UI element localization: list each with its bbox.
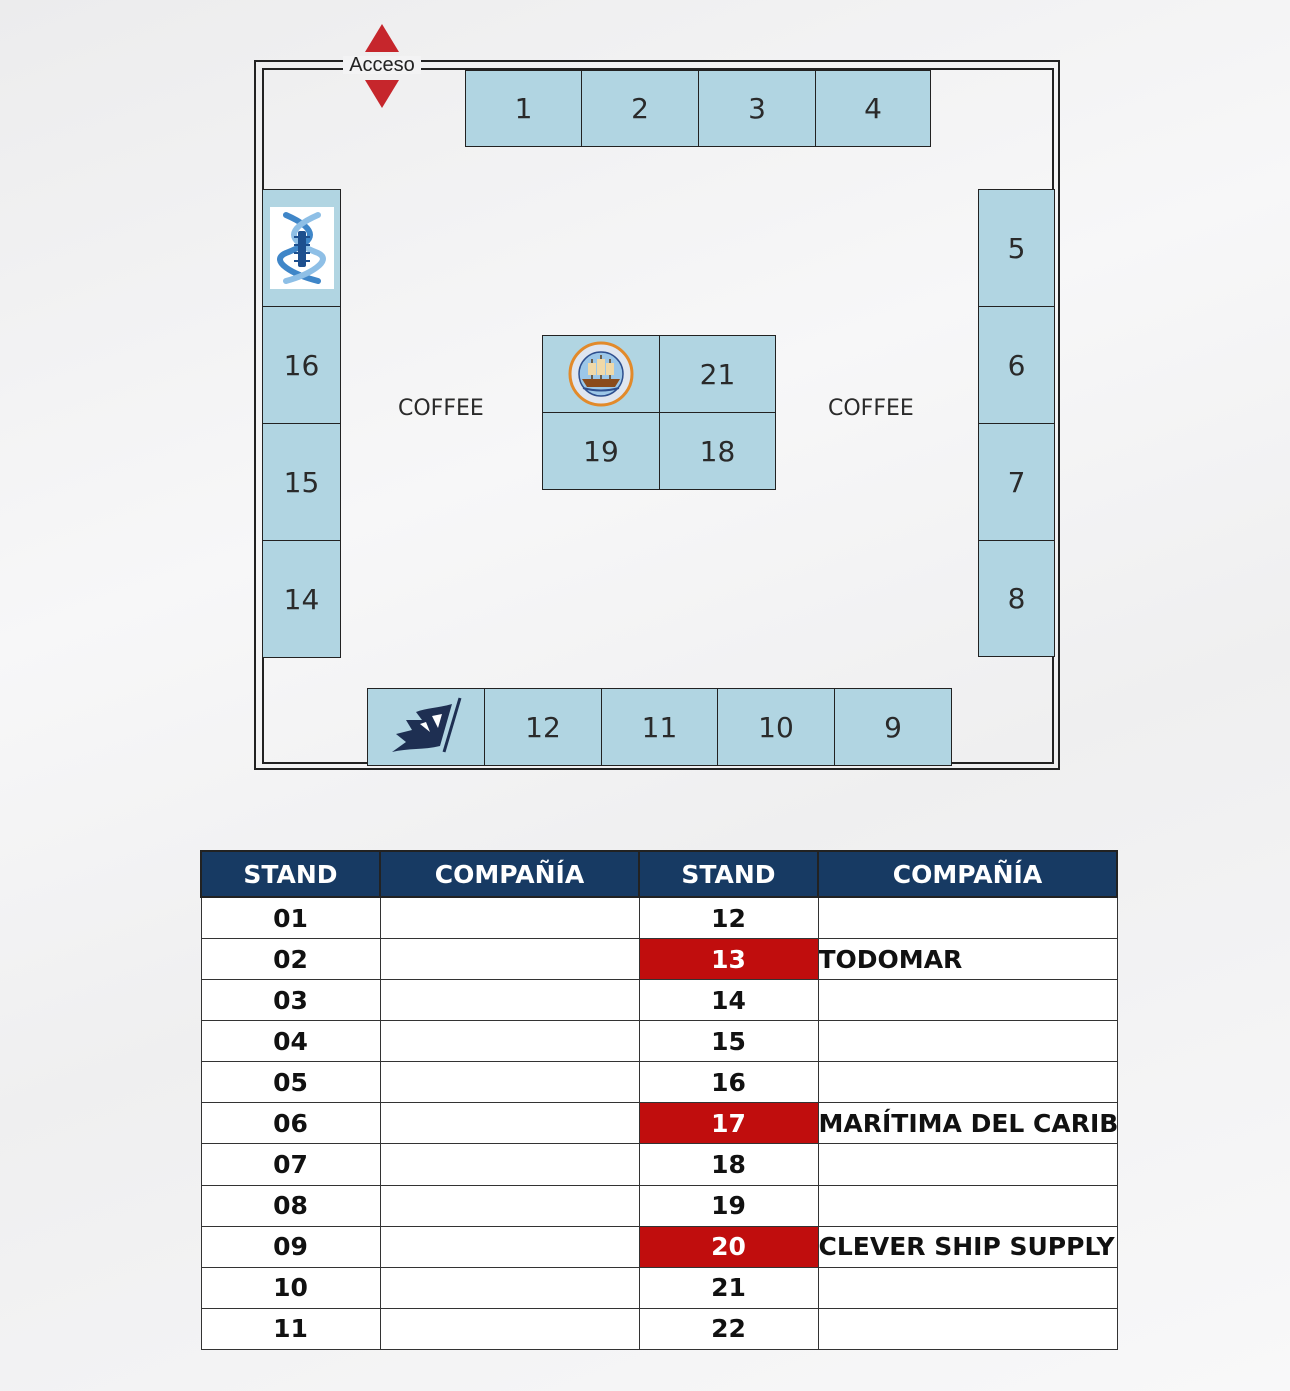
right-stand-cell: 14	[638, 979, 819, 1022]
left-company-cell	[379, 1184, 640, 1227]
left-company-cell	[379, 979, 640, 1022]
stand-19[interactable]: 19	[542, 412, 660, 490]
right-company-cell	[817, 1020, 1118, 1063]
access-label: Acceso	[349, 54, 415, 76]
left-stand-cell: 08	[200, 1184, 381, 1227]
stand-13-logo[interactable]	[367, 688, 485, 766]
table-row: 01 12	[200, 896, 1118, 940]
left-company-cell	[379, 1307, 640, 1351]
right-company-cell	[817, 1061, 1118, 1104]
left-company-cell	[379, 1020, 640, 1063]
stand-2[interactable]: 2	[581, 70, 699, 147]
left-company-cell	[379, 896, 640, 940]
todomar-helix-logo	[269, 207, 334, 289]
right-company-cell	[817, 896, 1118, 940]
right-stand-cell: 22	[638, 1307, 819, 1351]
right-company-cell: MARÍTIMA DEL CARIBE	[817, 1102, 1118, 1145]
stand-14[interactable]: 14	[262, 540, 341, 658]
table-row: 05 16	[200, 1061, 1118, 1104]
helix-logo-icon	[276, 212, 326, 284]
stand-20-logo[interactable]	[542, 335, 660, 413]
header-stand-right: STAND	[638, 850, 819, 898]
right-stand-cell: 18	[638, 1143, 819, 1186]
right-stand-cell: 21	[638, 1266, 819, 1309]
stand-company-table: STAND COMPAÑÍA STAND COMPAÑÍA 01 12 02 1…	[200, 850, 1118, 1351]
right-stand-cell-highlighted: 13	[638, 938, 819, 981]
table-row: 07 18	[200, 1143, 1118, 1186]
right-stand-cell: 12	[638, 896, 819, 940]
stand-1[interactable]: 1	[465, 70, 582, 147]
left-stand-cell: 07	[200, 1143, 381, 1186]
table-row: 10 21	[200, 1266, 1118, 1309]
stand-9[interactable]: 9	[834, 688, 952, 766]
table-row: 11 22	[200, 1307, 1118, 1351]
header-company-right: COMPAÑÍA	[817, 850, 1118, 898]
stand-3[interactable]: 3	[698, 70, 816, 147]
stand-7[interactable]: 7	[978, 423, 1055, 541]
table-row: 08 19	[200, 1184, 1118, 1227]
left-company-cell	[379, 1143, 640, 1186]
left-company-cell	[379, 1266, 640, 1309]
coffee-area-left: COFFEE	[398, 396, 484, 421]
clever-ship-supply-logo-icon	[568, 341, 634, 407]
right-company-cell	[817, 1266, 1118, 1309]
floor-plan-outer-wall	[254, 60, 1060, 770]
right-stand-cell: 16	[638, 1061, 819, 1104]
left-stand-cell: 01	[200, 896, 381, 940]
stand-17-logo[interactable]	[262, 189, 341, 307]
maritima-flag-logo-icon	[392, 697, 462, 753]
right-company-cell	[817, 1143, 1118, 1186]
stand-18[interactable]: 18	[659, 412, 776, 490]
access-door-gap	[343, 56, 421, 74]
stand-5[interactable]: 5	[978, 189, 1055, 307]
stand-12[interactable]: 12	[484, 688, 602, 766]
left-stand-cell: 02	[200, 938, 381, 981]
right-stand-cell: 15	[638, 1020, 819, 1063]
left-stand-cell: 04	[200, 1020, 381, 1063]
stand-11[interactable]: 11	[601, 688, 718, 766]
left-stand-cell: 03	[200, 979, 381, 1022]
left-stand-cell: 10	[200, 1266, 381, 1309]
header-company-left: COMPAÑÍA	[379, 850, 640, 898]
table-row: 09 20 CLEVER SHIP SUPPLY	[200, 1225, 1118, 1268]
stand-4[interactable]: 4	[815, 70, 931, 147]
access-arrow-up-icon	[365, 24, 399, 52]
left-company-cell	[379, 1225, 640, 1268]
table-header-row: STAND COMPAÑÍA STAND COMPAÑÍA	[200, 850, 1118, 898]
coffee-area-right: COFFEE	[828, 396, 914, 421]
left-stand-cell: 06	[200, 1102, 381, 1145]
right-stand-cell-highlighted: 20	[638, 1225, 819, 1268]
right-company-cell: CLEVER SHIP SUPPLY	[817, 1225, 1118, 1268]
right-company-cell	[817, 979, 1118, 1022]
access-arrow-down-icon	[365, 80, 399, 108]
left-company-cell	[379, 938, 640, 981]
table-row: 06 17 MARÍTIMA DEL CARIBE	[200, 1102, 1118, 1145]
right-company-cell	[817, 1307, 1118, 1351]
left-stand-cell: 09	[200, 1225, 381, 1268]
table-row: 04 15	[200, 1020, 1118, 1063]
stand-10[interactable]: 10	[717, 688, 835, 766]
left-stand-cell: 05	[200, 1061, 381, 1104]
left-company-cell	[379, 1102, 640, 1145]
stand-6[interactable]: 6	[978, 306, 1055, 424]
right-stand-cell-highlighted: 17	[638, 1102, 819, 1145]
table-row: 02 13 TODOMAR	[200, 938, 1118, 981]
table-row: 03 14	[200, 979, 1118, 1022]
left-stand-cell: 11	[200, 1307, 381, 1351]
right-stand-cell: 19	[638, 1184, 819, 1227]
right-company-cell	[817, 1184, 1118, 1227]
stand-15[interactable]: 15	[262, 423, 341, 541]
right-company-cell: TODOMAR	[817, 938, 1118, 981]
left-company-cell	[379, 1061, 640, 1104]
stand-21[interactable]: 21	[659, 335, 776, 413]
stand-8[interactable]: 8	[978, 540, 1055, 657]
stand-16[interactable]: 16	[262, 306, 341, 424]
header-stand-left: STAND	[200, 850, 381, 898]
